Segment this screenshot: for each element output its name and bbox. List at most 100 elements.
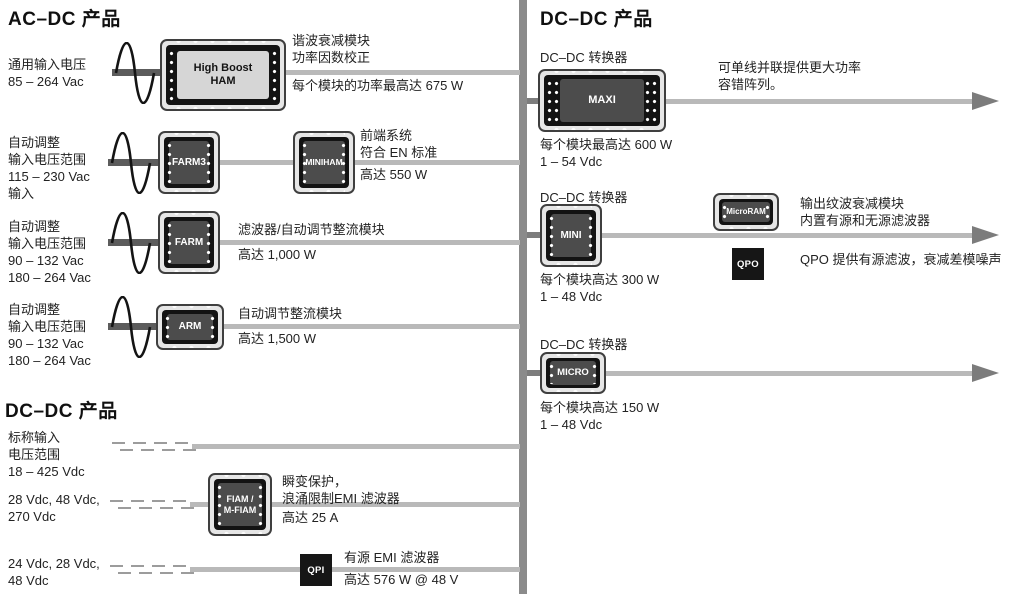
- dc-dc-right-title: DC–DC 产品: [540, 9, 653, 30]
- qpi-note-below: 高达 576 W @ 48 V: [344, 572, 459, 587]
- fiam-note-above: 瞬变保护， 浪涌限制EMI 滤波器: [282, 474, 400, 506]
- converter-label-micro: DC–DC 转换器: [540, 337, 628, 352]
- dashed-line: [120, 449, 198, 451]
- stub-micro: [527, 370, 543, 376]
- input-line-arm: [108, 323, 164, 330]
- output-line-arm: [222, 324, 520, 329]
- module-qpi: QPI: [300, 554, 332, 586]
- module-label-micro: MICRO: [550, 361, 596, 385]
- ac-sine-icon: [114, 42, 156, 104]
- module-micro: MICRO: [540, 352, 606, 394]
- input-line-farm: [108, 239, 166, 246]
- fiam-note-below: 高达 25 A: [282, 510, 339, 525]
- module-microram: MicroRAM: [713, 193, 779, 231]
- line-qpi: [190, 567, 520, 572]
- output-line-farm: [218, 240, 520, 245]
- module-label-maxi: MAXI: [560, 79, 644, 122]
- module-high-boost-ham: High Boost HAM: [160, 39, 286, 111]
- pin-dots-icon: [168, 49, 175, 101]
- maxi-spec: 每个模块最高达 600 W 1 – 54 Vdc: [540, 137, 673, 169]
- mini-spec: 每个模块高达 300 W 1 – 48 Vdc: [540, 272, 660, 304]
- module-miniham: MINIHAM: [293, 131, 355, 194]
- input-voltage-label-3: 自动调整 输入电压范围 90 – 132 Vac 180 – 264 Vac: [8, 219, 91, 285]
- pin-dots-icon: [546, 79, 560, 122]
- line-mini: [602, 233, 976, 238]
- module-fiam: FIAM / M-FIAM: [208, 473, 272, 536]
- pin-dots-icon: [205, 141, 212, 184]
- converter-label-mini: DC–DC 转换器: [540, 190, 628, 205]
- pin-dots-icon: [216, 483, 223, 526]
- module-farm: FARM: [158, 211, 220, 274]
- module-label-fiam: FIAM / M-FIAM: [218, 483, 262, 526]
- arrow-head-icon: [972, 226, 999, 244]
- pin-dots-icon: [721, 203, 728, 221]
- output-line-ham: [284, 70, 520, 75]
- line-micro: [604, 371, 976, 376]
- ac-sine-icon: [110, 296, 152, 358]
- ac-dc-title: AC–DC 产品: [8, 9, 121, 30]
- module-label-farm3: FARM3: [169, 141, 209, 184]
- pin-dots-icon: [166, 141, 173, 184]
- dashed-line: [118, 507, 194, 509]
- pin-dots-icon: [164, 314, 171, 340]
- converter-label-maxi: DC–DC 转换器: [540, 50, 628, 65]
- pin-dots-icon: [257, 483, 264, 526]
- farm-note-above: 滤波器/自动调节整流模块: [238, 222, 385, 237]
- miniham-note-above: 前端系统 符合 EN 标准: [360, 128, 438, 160]
- line-maxi: [664, 99, 976, 104]
- dashed-line: [112, 442, 190, 444]
- input-voltage-label-2: 自动调整 输入电压范围 115 – 230 Vac 输入: [8, 135, 90, 201]
- input-line-farm3: [108, 159, 166, 166]
- stub-maxi: [527, 98, 543, 104]
- mid-line-farm3: [218, 160, 296, 165]
- line-fiam: [190, 502, 520, 507]
- pin-dots-icon: [301, 141, 308, 184]
- pin-dots-icon: [764, 203, 771, 221]
- pin-dots-icon: [548, 362, 555, 384]
- input-line-ham: [112, 69, 168, 76]
- pin-dots-icon: [644, 79, 658, 122]
- line-nominal-input: [192, 444, 520, 449]
- ham-note-below: 每个模块的功率最高达 675 W: [292, 78, 464, 93]
- maxi-note: 可单线并联提供更大功率 容错阵列。: [718, 60, 862, 92]
- module-mini: MINI: [540, 204, 602, 267]
- pin-dots-icon: [166, 221, 173, 264]
- arrow-head-icon: [972, 92, 999, 110]
- dc-input-label-2: 28 Vdc, 48 Vdc, 270 Vdc: [8, 492, 100, 524]
- arrow-head-icon: [972, 364, 999, 382]
- ac-sine-icon: [110, 212, 152, 274]
- module-farm3: FARM3: [158, 131, 220, 194]
- dc-input-label-3: 24 Vdc, 28 Vdc, 48 Vdc: [8, 556, 100, 588]
- pin-dots-icon: [205, 221, 212, 264]
- dashed-line: [118, 572, 194, 574]
- miniham-note-below: 高达 550 W: [360, 167, 428, 182]
- qpi-note-above: 有源 EMI 滤波器: [344, 550, 440, 565]
- pin-dots-icon: [271, 49, 278, 101]
- column-divider: [519, 0, 527, 594]
- module-label-microram: MicroRAM: [722, 202, 770, 222]
- dc-input-label-1: 标称输入 电压范围 18 – 425 Vdc: [8, 430, 85, 479]
- input-voltage-label-4: 自动调整 输入电压范围 90 – 132 Vac 180 – 264 Vac: [8, 302, 91, 368]
- ac-sine-icon: [110, 132, 152, 194]
- input-voltage-label-1: 通用输入电压 85 – 264 Vac: [8, 57, 87, 89]
- farm-note-below: 高达 1,000 W: [238, 247, 317, 262]
- pin-dots-icon: [209, 314, 216, 340]
- ham-note-above: 谐波衰减模块 功率因数校正: [292, 33, 371, 65]
- pin-dots-icon: [591, 362, 598, 384]
- module-maxi: MAXI: [538, 69, 666, 132]
- dashed-line: [110, 500, 186, 502]
- output-line-miniham: [352, 160, 520, 165]
- module-arm: ARM: [156, 304, 224, 350]
- module-label-arm: ARM: [167, 314, 213, 340]
- module-label-miniham: MINIHAM: [303, 141, 345, 184]
- qpo-note: QPO 提供有源滤波，衰减差模噪声: [800, 252, 1002, 267]
- microram-note: 输出纹波衰减模块 内置有源和无源滤波器: [800, 196, 931, 228]
- arm-note-below: 高达 1,500 W: [238, 331, 317, 346]
- micro-spec: 每个模块高达 150 W 1 – 48 Vdc: [540, 400, 660, 432]
- dc-dc-left-title: DC–DC 产品: [5, 401, 118, 422]
- pin-dots-icon: [340, 141, 347, 184]
- module-label-ham: High Boost HAM: [177, 51, 269, 99]
- pin-dots-icon: [548, 214, 555, 257]
- pin-dots-icon: [587, 214, 594, 257]
